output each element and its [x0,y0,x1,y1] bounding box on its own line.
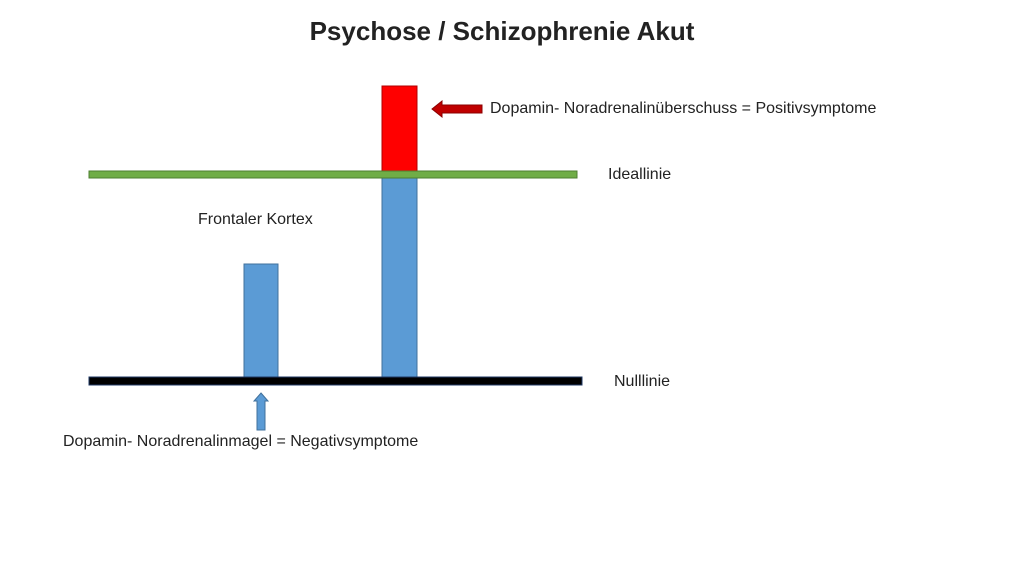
negative-symptoms-label: Dopamin- Noradrenalinmagel = Negativsymp… [63,433,419,450]
limbic-bar [381,175,418,379]
positive-arrow-icon [431,99,483,119]
negative-arrow-icon [252,392,270,431]
ideal-line-label: Ideallinie [608,166,672,183]
null-line [88,376,583,386]
excess-bar [381,85,418,175]
ideal-line [88,170,578,179]
frontal-cortex-label: Frontaler Kortex [198,211,313,228]
frontal-cortex-bar [243,263,279,379]
null-line-label: Nulllinie [614,373,671,390]
slide-title: Psychose / Schizophrenie Akut [309,16,695,46]
positive-symptoms-label: Dopamin- Noradrenalinüberschuss = Positi… [490,100,877,117]
